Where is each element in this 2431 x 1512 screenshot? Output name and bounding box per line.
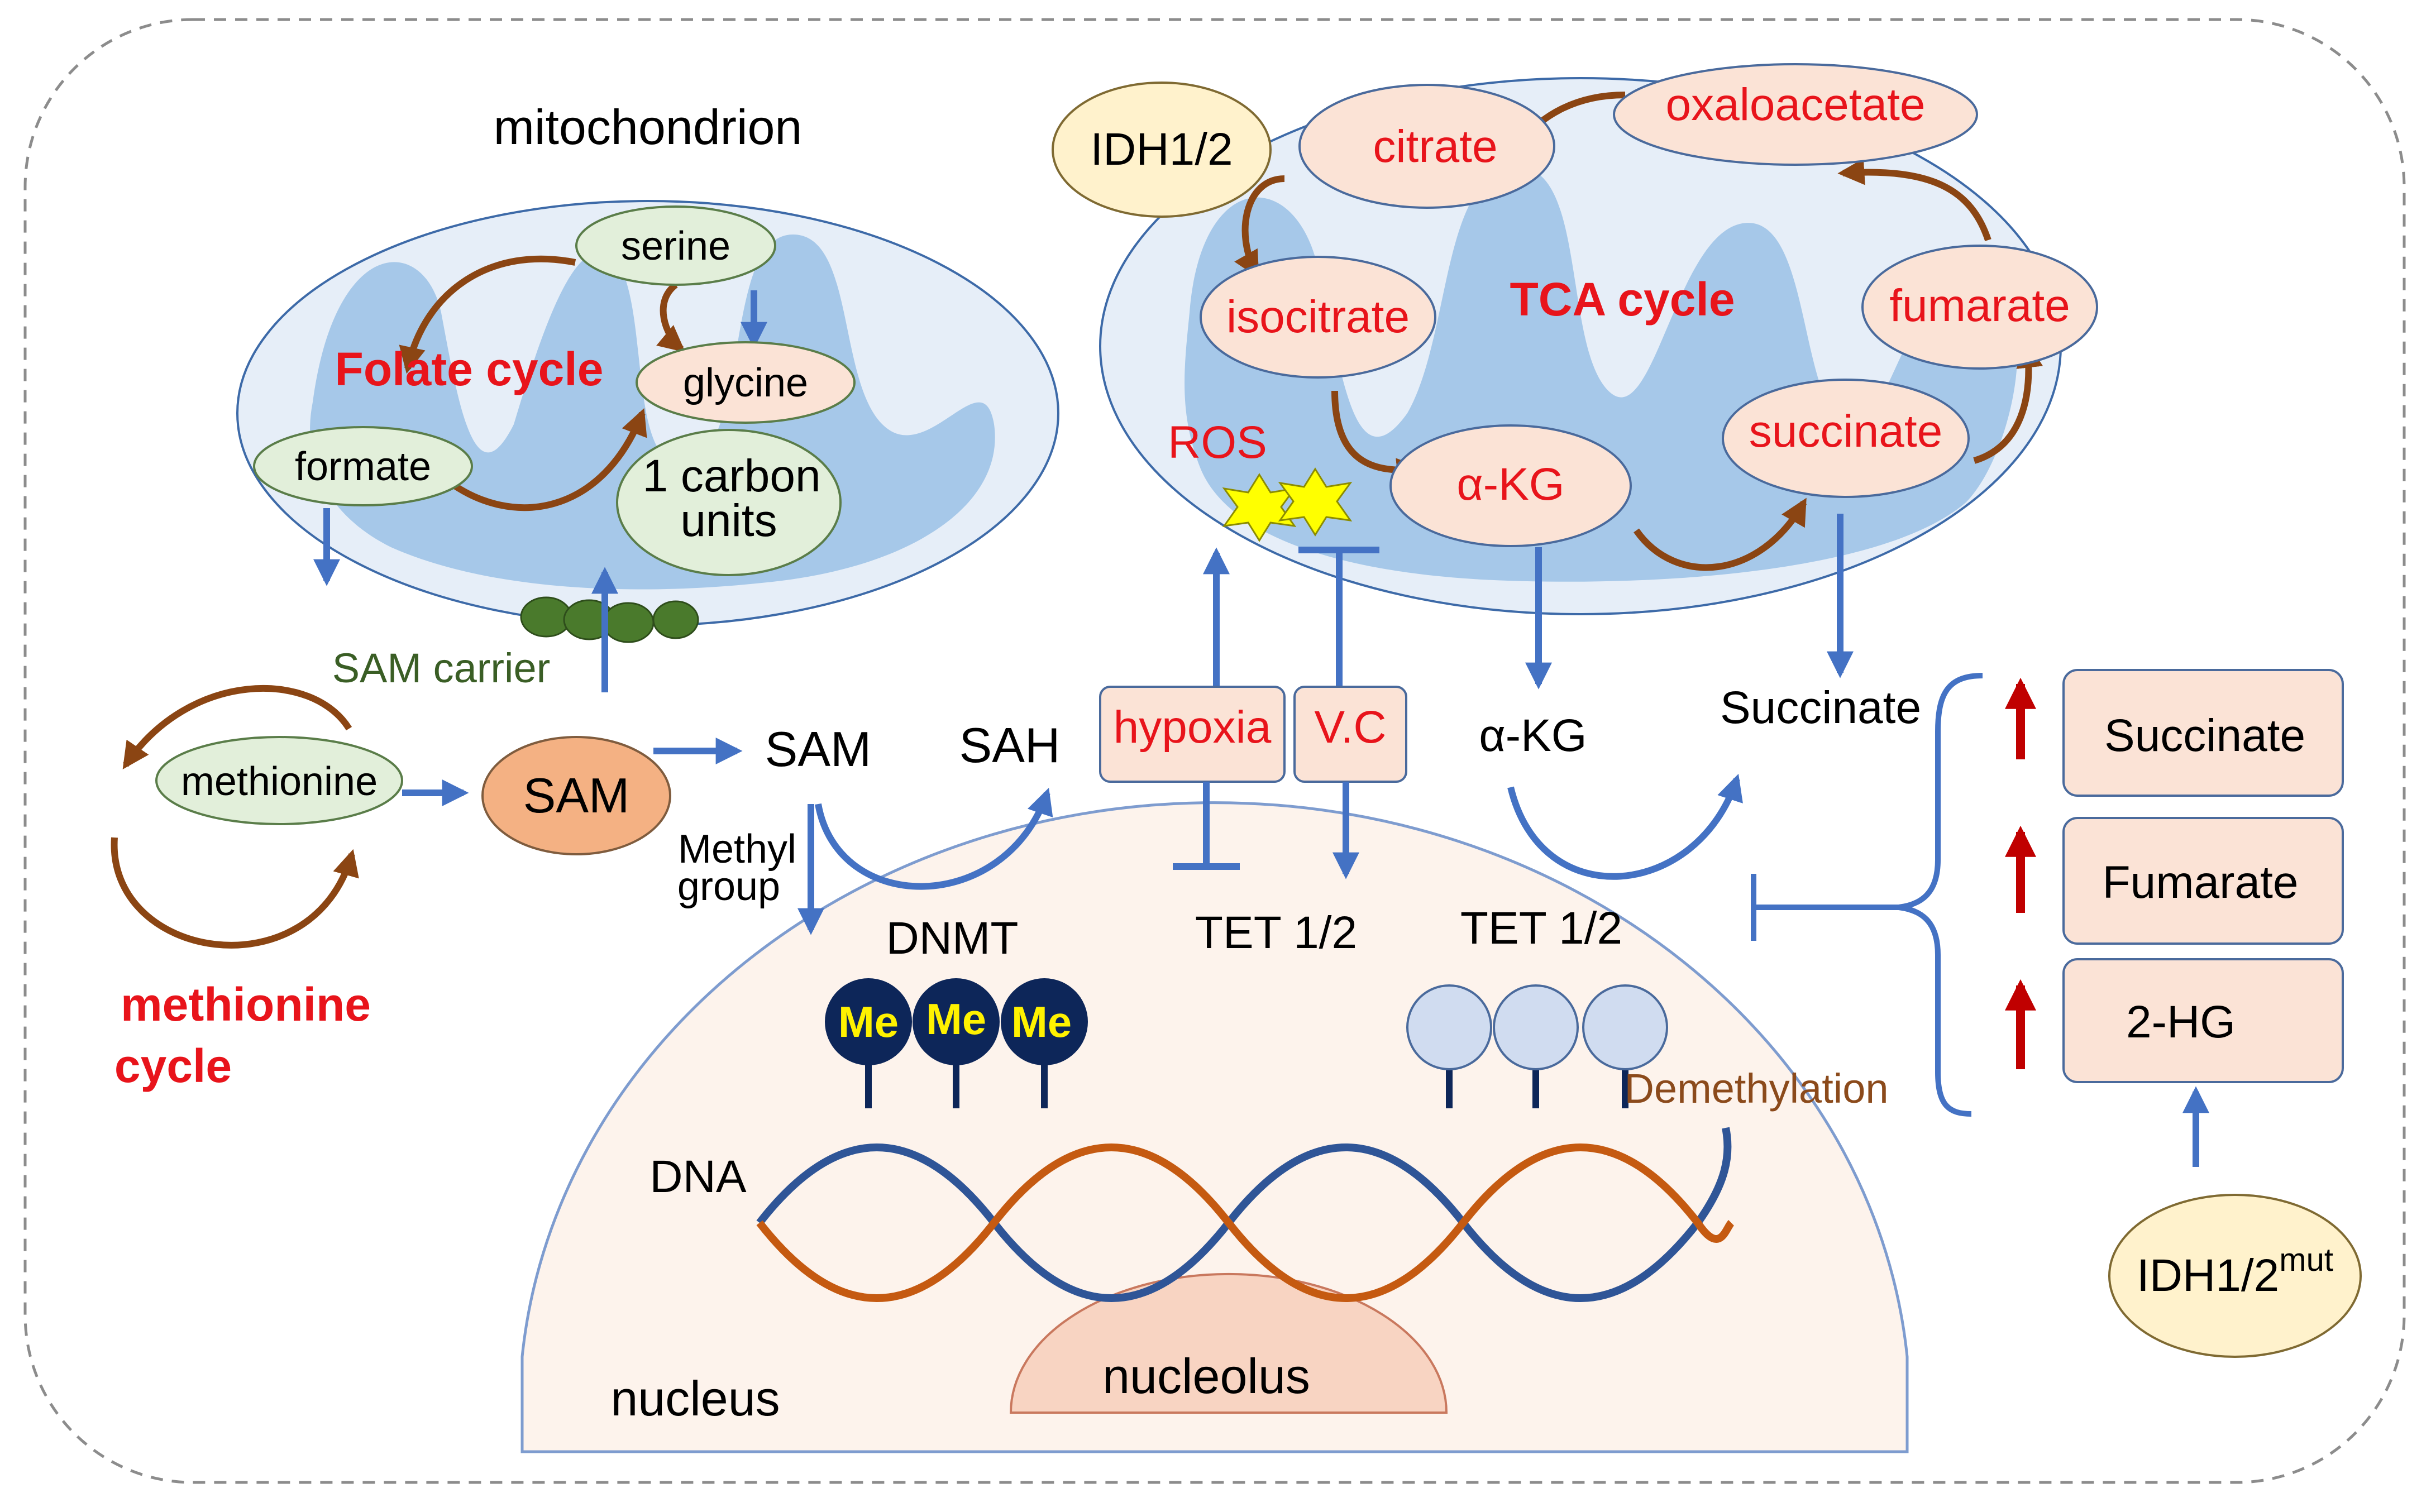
akg-text: α-KG [1479,710,1587,761]
sam-to-sah-arrow [815,787,1053,890]
isocitrate-label: isocitrate [1226,291,1410,342]
serine-label: serine [621,224,730,269]
one-carbon-units-node [616,429,842,576]
one-carbon-units-label-line1: 1 carbon [642,451,820,501]
fumarate-node [1861,245,2098,370]
idh-mut-superscript: mut [2279,1242,2333,1278]
2hg-box-label: 2-HG [2126,997,2236,1047]
idh12-node [1052,82,1272,218]
nucleolus-label: nucleolus [1102,1348,1310,1404]
ros-label: ROS [1168,417,1267,468]
nucleus-label: nucleus [610,1371,780,1426]
fumarate-box-label: Fumarate [2103,857,2299,908]
succinate-label: succinate [1749,406,1942,457]
akg-to-succinate-arrow [1507,773,1743,880]
citrate-label: citrate [1373,121,1497,172]
idh-mut-base: IDH1/2 [2137,1250,2279,1301]
idh12-label: IDH1/2 [1090,124,1233,175]
one-carbon-units-label-line2: units [680,495,777,546]
2hg-box [2062,958,2344,1083]
sam-node [481,736,671,855]
succinate-box [2062,669,2344,797]
demethylation-label: Demethylation [1624,1065,1888,1112]
vc-label: V.C [1314,702,1386,753]
oxaloacetate-node [1613,63,1978,166]
glycine-label: glycine [683,361,808,405]
serine-node [575,205,776,286]
fumarate-box [2062,817,2344,945]
succinate-box-label: Succinate [2104,710,2305,761]
methyl-marks [825,978,1088,1108]
methionine-cycle-label-line1: methionine [121,978,371,1031]
sam-carrier-label: SAM carrier [332,645,551,691]
sam-text: SAM [765,721,872,777]
methyl-label-line2: group [677,864,780,909]
formate-label: formate [295,444,431,489]
methionine-label: methionine [181,759,378,804]
glycine-node [636,341,856,424]
idh-mut-node [2108,1194,2362,1358]
me-label-2: Me [926,994,986,1044]
dna-helix [756,1127,1735,1302]
oxaloacetate-label: oxaloacetate [1665,79,1925,130]
hypoxia-box [1099,686,1286,783]
folate-cycle-label: Folate cycle [335,343,604,395]
dna-label: DNA [649,1151,746,1202]
tet-left-label: TET 1/2 [1195,907,1357,958]
fumarate-label: fumarate [1889,280,2070,331]
citrate-node [1298,84,1555,209]
ros-star-icons [1222,467,1353,542]
hypoxia-label: hypoxia [1114,702,1272,753]
sam-node-label: SAM [523,768,630,823]
akg-node [1389,424,1632,547]
inhibition-bracket [1751,673,1983,1117]
vc-box [1293,686,1407,783]
sah-text: SAH [959,717,1061,773]
me-label-3: Me [1011,997,1072,1046]
formate-node [253,426,473,506]
akg-label: α-KG [1456,459,1564,510]
isocitrate-node [1200,256,1436,379]
methionine-node [155,736,403,825]
methionine-cycle-arrows [111,685,359,949]
dnmt-label: DNMT [886,913,1019,964]
tca-cycle-label: TCA cycle [1510,273,1735,326]
mitochondrion-label: mitochondrion [494,99,803,155]
me-label-1: Me [838,997,899,1046]
succinate-text: Succinate [1720,682,1921,733]
tet-right-label: TET 1/2 [1460,903,1622,954]
nucleus [520,801,1909,1453]
idh-mut-label: IDH1/2mut [2137,1242,2333,1301]
folate-cycle-arrows [399,255,767,511]
nucleolus [1009,1272,1448,1414]
methionine-cycle-label-line2: cycle [114,1040,232,1092]
unmethylated-marks [1406,984,1668,1108]
methyl-label-line1: Methyl [678,827,796,872]
succinate-node [1722,379,1970,498]
